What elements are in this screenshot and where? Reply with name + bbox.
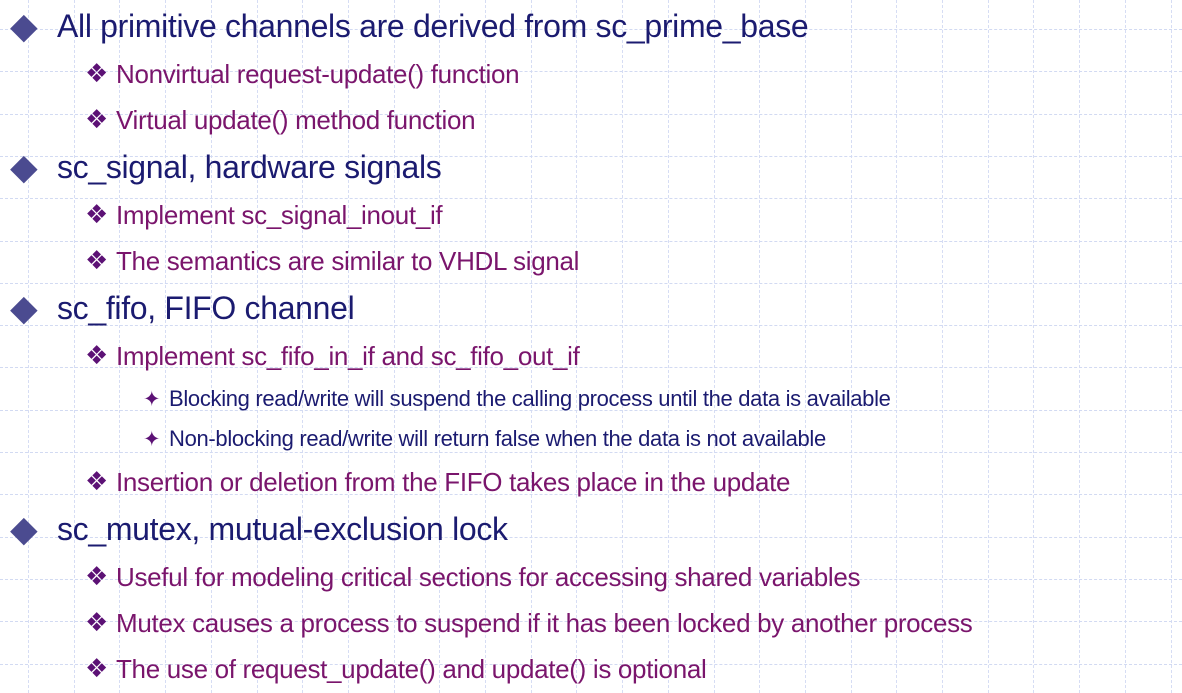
level1-bullet-icon: ◆ xyxy=(10,508,38,550)
bullet-text: sc_mutex, mutual-exclusion lock xyxy=(57,510,508,547)
bullet-text: The semantics are similar to VHDL signal xyxy=(116,245,580,276)
bullet-item-level2: ❖ Mutex causes a process to suspend if it… xyxy=(0,600,1182,646)
bullet-text: Insertion or deletion from the FIFO take… xyxy=(116,466,791,497)
level2-bullet-icon: ❖ xyxy=(85,341,108,371)
level2-bullet-icon: ❖ xyxy=(85,246,108,276)
bullet-text: Useful for modeling critical sections fo… xyxy=(116,561,861,592)
bullet-item-level1: ◆ sc_signal, hardware signals xyxy=(0,143,1182,192)
bullet-text: sc_fifo, FIFO channel xyxy=(57,289,355,326)
bullet-item-level1: ◆ sc_fifo, FIFO channel xyxy=(0,284,1182,333)
bullet-text: Implement sc_fifo_in_if and sc_fifo_out_… xyxy=(116,340,580,371)
bullet-item-level1: ◆ All primitive channels are derived from… xyxy=(0,2,1182,51)
level3-bullet-icon: ✦ xyxy=(143,386,161,411)
bullet-item-level3: ✦ Non-blocking read/write will return fal… xyxy=(0,419,1182,459)
bullet-item-level2: ❖ Virtual update() method function xyxy=(0,97,1182,143)
bullet-item-level2: ❖ The use of request_update() and update(… xyxy=(0,646,1182,692)
bullet-text: Nonvirtual request-update() function xyxy=(116,58,520,89)
level2-bullet-icon: ❖ xyxy=(85,562,108,592)
bullet-item-level2: ❖ Implement sc_signal_inout_if xyxy=(0,192,1182,238)
bullet-text: Implement sc_signal_inout_if xyxy=(116,199,443,230)
bullet-text: Virtual update() method function xyxy=(116,104,476,135)
bullet-item-level2: ❖ Implement sc_fifo_in_if and sc_fifo_out… xyxy=(0,333,1182,379)
level2-bullet-icon: ❖ xyxy=(85,608,108,638)
bullet-item-level2: ❖ Nonvirtual request-update() function xyxy=(0,51,1182,97)
bullet-text: All primitive channels are derived from … xyxy=(57,7,809,44)
bullet-text: Non-blocking read/write will return fals… xyxy=(169,425,826,451)
bullet-item-level3: ✦ Blocking read/write will suspend the ca… xyxy=(0,379,1182,419)
bullet-text: sc_signal, hardware signals xyxy=(57,148,442,185)
level1-bullet-icon: ◆ xyxy=(10,5,38,47)
bullet-text: Mutex causes a process to suspend if it … xyxy=(116,607,973,638)
bullet-text: The use of request_update() and update()… xyxy=(116,653,707,684)
bullet-item-level2: ❖ Useful for modeling critical sections f… xyxy=(0,554,1182,600)
level1-bullet-icon: ◆ xyxy=(10,287,38,329)
level2-bullet-icon: ❖ xyxy=(85,105,108,135)
bullet-item-level2: ❖ Insertion or deletion from the FIFO tak… xyxy=(0,459,1182,505)
bullet-item-level2: ❖ The semantics are similar to VHDL signa… xyxy=(0,238,1182,284)
level1-bullet-icon: ◆ xyxy=(10,146,38,188)
level2-bullet-icon: ❖ xyxy=(85,467,108,497)
level3-bullet-icon: ✦ xyxy=(143,426,161,451)
bullet-item-level1: ◆ sc_mutex, mutual-exclusion lock xyxy=(0,505,1182,554)
level2-bullet-icon: ❖ xyxy=(85,59,108,89)
bullet-text: Blocking read/write will suspend the cal… xyxy=(169,385,891,411)
level2-bullet-icon: ❖ xyxy=(85,654,108,684)
level2-bullet-icon: ❖ xyxy=(85,200,108,230)
